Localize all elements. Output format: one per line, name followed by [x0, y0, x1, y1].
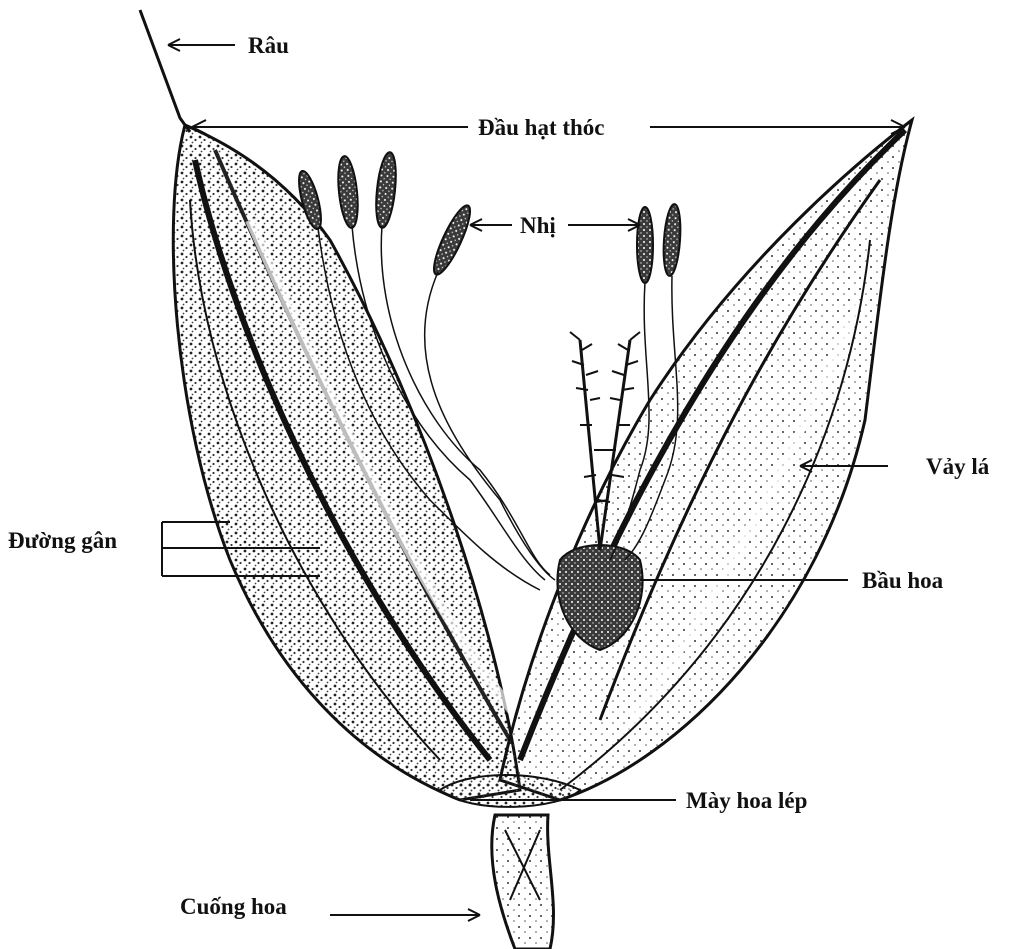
label-bau-hoa: Bầu hoa: [862, 568, 944, 593]
label-rau: Râu: [248, 33, 289, 58]
awn: [140, 10, 190, 132]
label-vay-la: Vảy lá: [926, 454, 990, 479]
label-duong-gan: Đường gân: [8, 528, 117, 553]
pedicel: [492, 815, 554, 949]
label-cuong-hoa: Cuống hoa: [180, 894, 287, 919]
label-may-hoa-lep: Mày hoa lép: [686, 788, 807, 813]
label-dau-hat-thoc: Đầu hạt thóc: [478, 115, 605, 140]
label-nhi: Nhị: [520, 213, 556, 238]
right-palea: [500, 120, 912, 800]
